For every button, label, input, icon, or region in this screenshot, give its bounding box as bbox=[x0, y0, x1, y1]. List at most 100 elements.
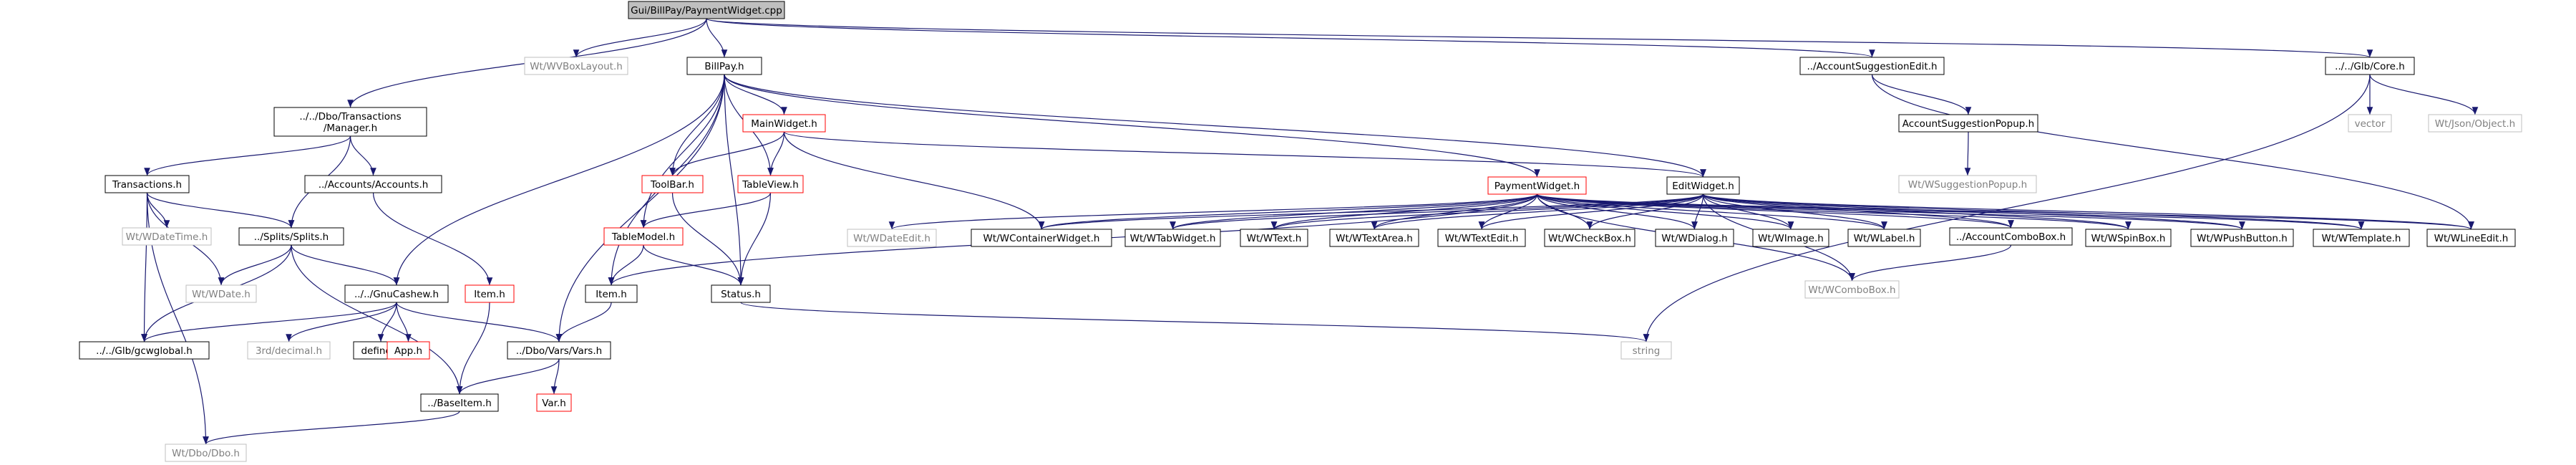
node-label-app: App.h bbox=[394, 345, 422, 357]
edge-root-to-ase bbox=[706, 18, 1875, 58]
node-label-wtjson: Wt/Json/Object.h bbox=[2435, 118, 2515, 130]
node-label-mainwidget: MainWidget.h bbox=[751, 118, 817, 130]
edge-vars-to-baseitem bbox=[456, 358, 560, 395]
edge-paymentwidget-to-wcontainer bbox=[1039, 193, 1538, 230]
node-label-root: Gui/BillPay/PaymentWidget.cpp bbox=[631, 5, 782, 16]
node-box-status bbox=[711, 284, 771, 303]
node-editwidget[interactable]: EditWidget.h bbox=[1666, 176, 1740, 195]
node-dbotm[interactable]: ../../Dbo/Transactions/Manager.h bbox=[273, 107, 427, 137]
node-box-wpushbutton bbox=[2190, 229, 2294, 247]
node-itemunres[interactable]: Item.h bbox=[465, 284, 515, 303]
node-tableview[interactable]: TableView.h bbox=[737, 175, 804, 193]
edge-acb-to-wcombobox bbox=[1849, 244, 2012, 282]
node-label-asp: AccountSuggestionPopup.h bbox=[1902, 118, 2034, 130]
node-box-wdateedit bbox=[847, 229, 937, 247]
node-label-acb: ../AccountComboBox.h bbox=[1956, 231, 2066, 243]
file-nodes: Gui/BillPay/PaymentWidget.cppWt/WVBoxLay… bbox=[79, 1, 2522, 462]
node-box-accounts bbox=[304, 175, 442, 193]
node-label-string: string bbox=[1633, 345, 1661, 357]
node-glbcore[interactable]: ../../Glb/Core.h bbox=[2325, 57, 2415, 75]
node-toolbar[interactable]: ToolBar.h bbox=[641, 175, 704, 193]
edge-mainwidget-to-toolbar bbox=[669, 131, 785, 176]
node-box-var bbox=[536, 393, 572, 412]
node-label-accounts: ../Accounts/Accounts.h bbox=[319, 179, 429, 191]
node-wdialog[interactable]: Wt/WDialog.h bbox=[1655, 229, 1734, 247]
node-label-paymentwidget: PaymentWidget.h bbox=[1494, 181, 1580, 192]
node-label-splits: ../Splits/Splits.h bbox=[254, 231, 329, 243]
node-label-wpushbutton: Wt/WPushButton.h bbox=[2197, 233, 2288, 244]
node-label-item: Item.h bbox=[596, 289, 627, 300]
node-label-ase: ../AccountSuggestionEdit.h bbox=[1807, 61, 1937, 72]
node-box-paymentwidget bbox=[1487, 176, 1587, 195]
edge-ase-to-wlineedit bbox=[1871, 74, 2474, 230]
node-tablemodel[interactable]: TableModel.h bbox=[603, 227, 684, 246]
edge-root-to-billpay bbox=[706, 18, 728, 58]
node-wspinbox[interactable]: Wt/WSpinBox.h bbox=[2085, 229, 2172, 247]
node-label-wimage: Wt/WImage.h bbox=[1758, 233, 1824, 244]
edge-mainwidget-to-tableview bbox=[767, 131, 785, 176]
node-gnucashew[interactable]: ../../GnuCashew.h bbox=[344, 284, 449, 303]
node-label-wtext: Wt/WText.h bbox=[1247, 233, 1302, 244]
edge-editwidget-to-wdialog bbox=[1691, 193, 1704, 230]
edge-gnucashew-to-gcwglobal bbox=[141, 302, 397, 342]
edge-editwidget-to-wtextedit bbox=[1478, 193, 1704, 230]
node-asp[interactable]: AccountSuggestionPopup.h bbox=[1898, 114, 2038, 133]
node-wimage[interactable]: Wt/WImage.h bbox=[1752, 229, 1829, 247]
node-wdateedit: Wt/WDateEdit.h bbox=[847, 229, 937, 247]
node-app[interactable]: App.h bbox=[387, 341, 430, 360]
node-paymentwidget[interactable]: PaymentWidget.h bbox=[1487, 176, 1587, 195]
node-item[interactable]: Item.h bbox=[585, 284, 638, 303]
node-label-gcwglobal: ../../Glb/gcwglobal.h bbox=[96, 345, 193, 357]
edge-mainwidget-to-wcontainer bbox=[783, 131, 1045, 230]
node-wlineedit[interactable]: Wt/WLineEdit.h bbox=[2426, 229, 2516, 247]
node-wcheckbox[interactable]: Wt/WCheckBox.h bbox=[1544, 229, 1635, 247]
node-wcontainer[interactable]: Wt/WContainerWidget.h bbox=[971, 229, 1112, 247]
node-box-acb bbox=[1949, 227, 2073, 246]
node-wtextarea[interactable]: Wt/WTextArea.h bbox=[1329, 229, 1419, 247]
node-wdate: Wt/WDate.h bbox=[185, 284, 257, 303]
node-box-vars bbox=[507, 341, 611, 360]
node-root[interactable]: Gui/BillPay/PaymentWidget.cpp bbox=[628, 1, 785, 19]
node-vars[interactable]: ../Dbo/Vars/Vars.h bbox=[507, 341, 611, 360]
node-ase[interactable]: ../AccountSuggestionEdit.h bbox=[1799, 57, 1945, 75]
node-box-wtabwidget bbox=[1124, 229, 1221, 247]
node-box-editwidget bbox=[1666, 176, 1740, 195]
node-label-wdateedit: Wt/WDateEdit.h bbox=[853, 233, 930, 244]
node-accounts[interactable]: ../Accounts/Accounts.h bbox=[304, 175, 442, 193]
node-wpushbutton[interactable]: Wt/WPushButton.h bbox=[2190, 229, 2294, 247]
node-box-app bbox=[387, 341, 430, 360]
node-var[interactable]: Var.h bbox=[536, 393, 572, 412]
edge-paymentwidget-to-wimage bbox=[1536, 193, 1794, 230]
node-wtextedit[interactable]: Wt/WTextEdit.h bbox=[1437, 229, 1526, 247]
edge-item-to-vars bbox=[555, 302, 612, 342]
node-mainwidget[interactable]: MainWidget.h bbox=[742, 114, 826, 133]
node-box-wdialog bbox=[1655, 229, 1734, 247]
node-box-baseitem bbox=[420, 393, 499, 412]
edge-billpay-to-vars bbox=[555, 74, 725, 342]
edge-paymentwidget-to-wtabwidget bbox=[1170, 193, 1538, 230]
node-box-wtextedit bbox=[1437, 229, 1526, 247]
edge-vars-to-var bbox=[550, 358, 560, 395]
edge-paymentwidget-to-wlineedit bbox=[1536, 193, 2474, 230]
node-wtabwidget[interactable]: Wt/WTabWidget.h bbox=[1124, 229, 1221, 247]
node-box-wdate bbox=[185, 284, 257, 303]
edge-paymentwidget-to-wtextarea bbox=[1371, 193, 1538, 230]
node-wlabel[interactable]: Wt/WLabel.h bbox=[1847, 229, 1921, 247]
node-wtext[interactable]: Wt/WText.h bbox=[1240, 229, 1308, 247]
node-transactions[interactable]: Transactions.h bbox=[105, 175, 190, 193]
node-splits[interactable]: ../Splits/Splits.h bbox=[238, 227, 344, 246]
node-billpay[interactable]: BillPay.h bbox=[686, 57, 762, 75]
node-box-root bbox=[628, 1, 785, 19]
node-box-splits bbox=[238, 227, 344, 246]
edge-splits-to-baseitem bbox=[291, 244, 463, 395]
node-gcwglobal[interactable]: ../../Glb/gcwglobal.h bbox=[79, 341, 210, 360]
node-acb[interactable]: ../AccountComboBox.h bbox=[1949, 227, 2073, 246]
node-status[interactable]: Status.h bbox=[711, 284, 771, 303]
node-baseitem[interactable]: ../BaseItem.h bbox=[420, 393, 499, 412]
node-wcombobox: Wt/WComboBox.h bbox=[1804, 280, 1900, 299]
edge-editwidget-to-wimage bbox=[1702, 193, 1794, 230]
node-wdatetime: Wt/WDateTime.h bbox=[122, 227, 212, 246]
node-wtemplate[interactable]: Wt/WTemplate.h bbox=[2313, 229, 2410, 247]
edge-paymentwidget-to-wspinbox bbox=[1536, 193, 2132, 230]
edge-gnucashew-to-app bbox=[396, 302, 412, 342]
